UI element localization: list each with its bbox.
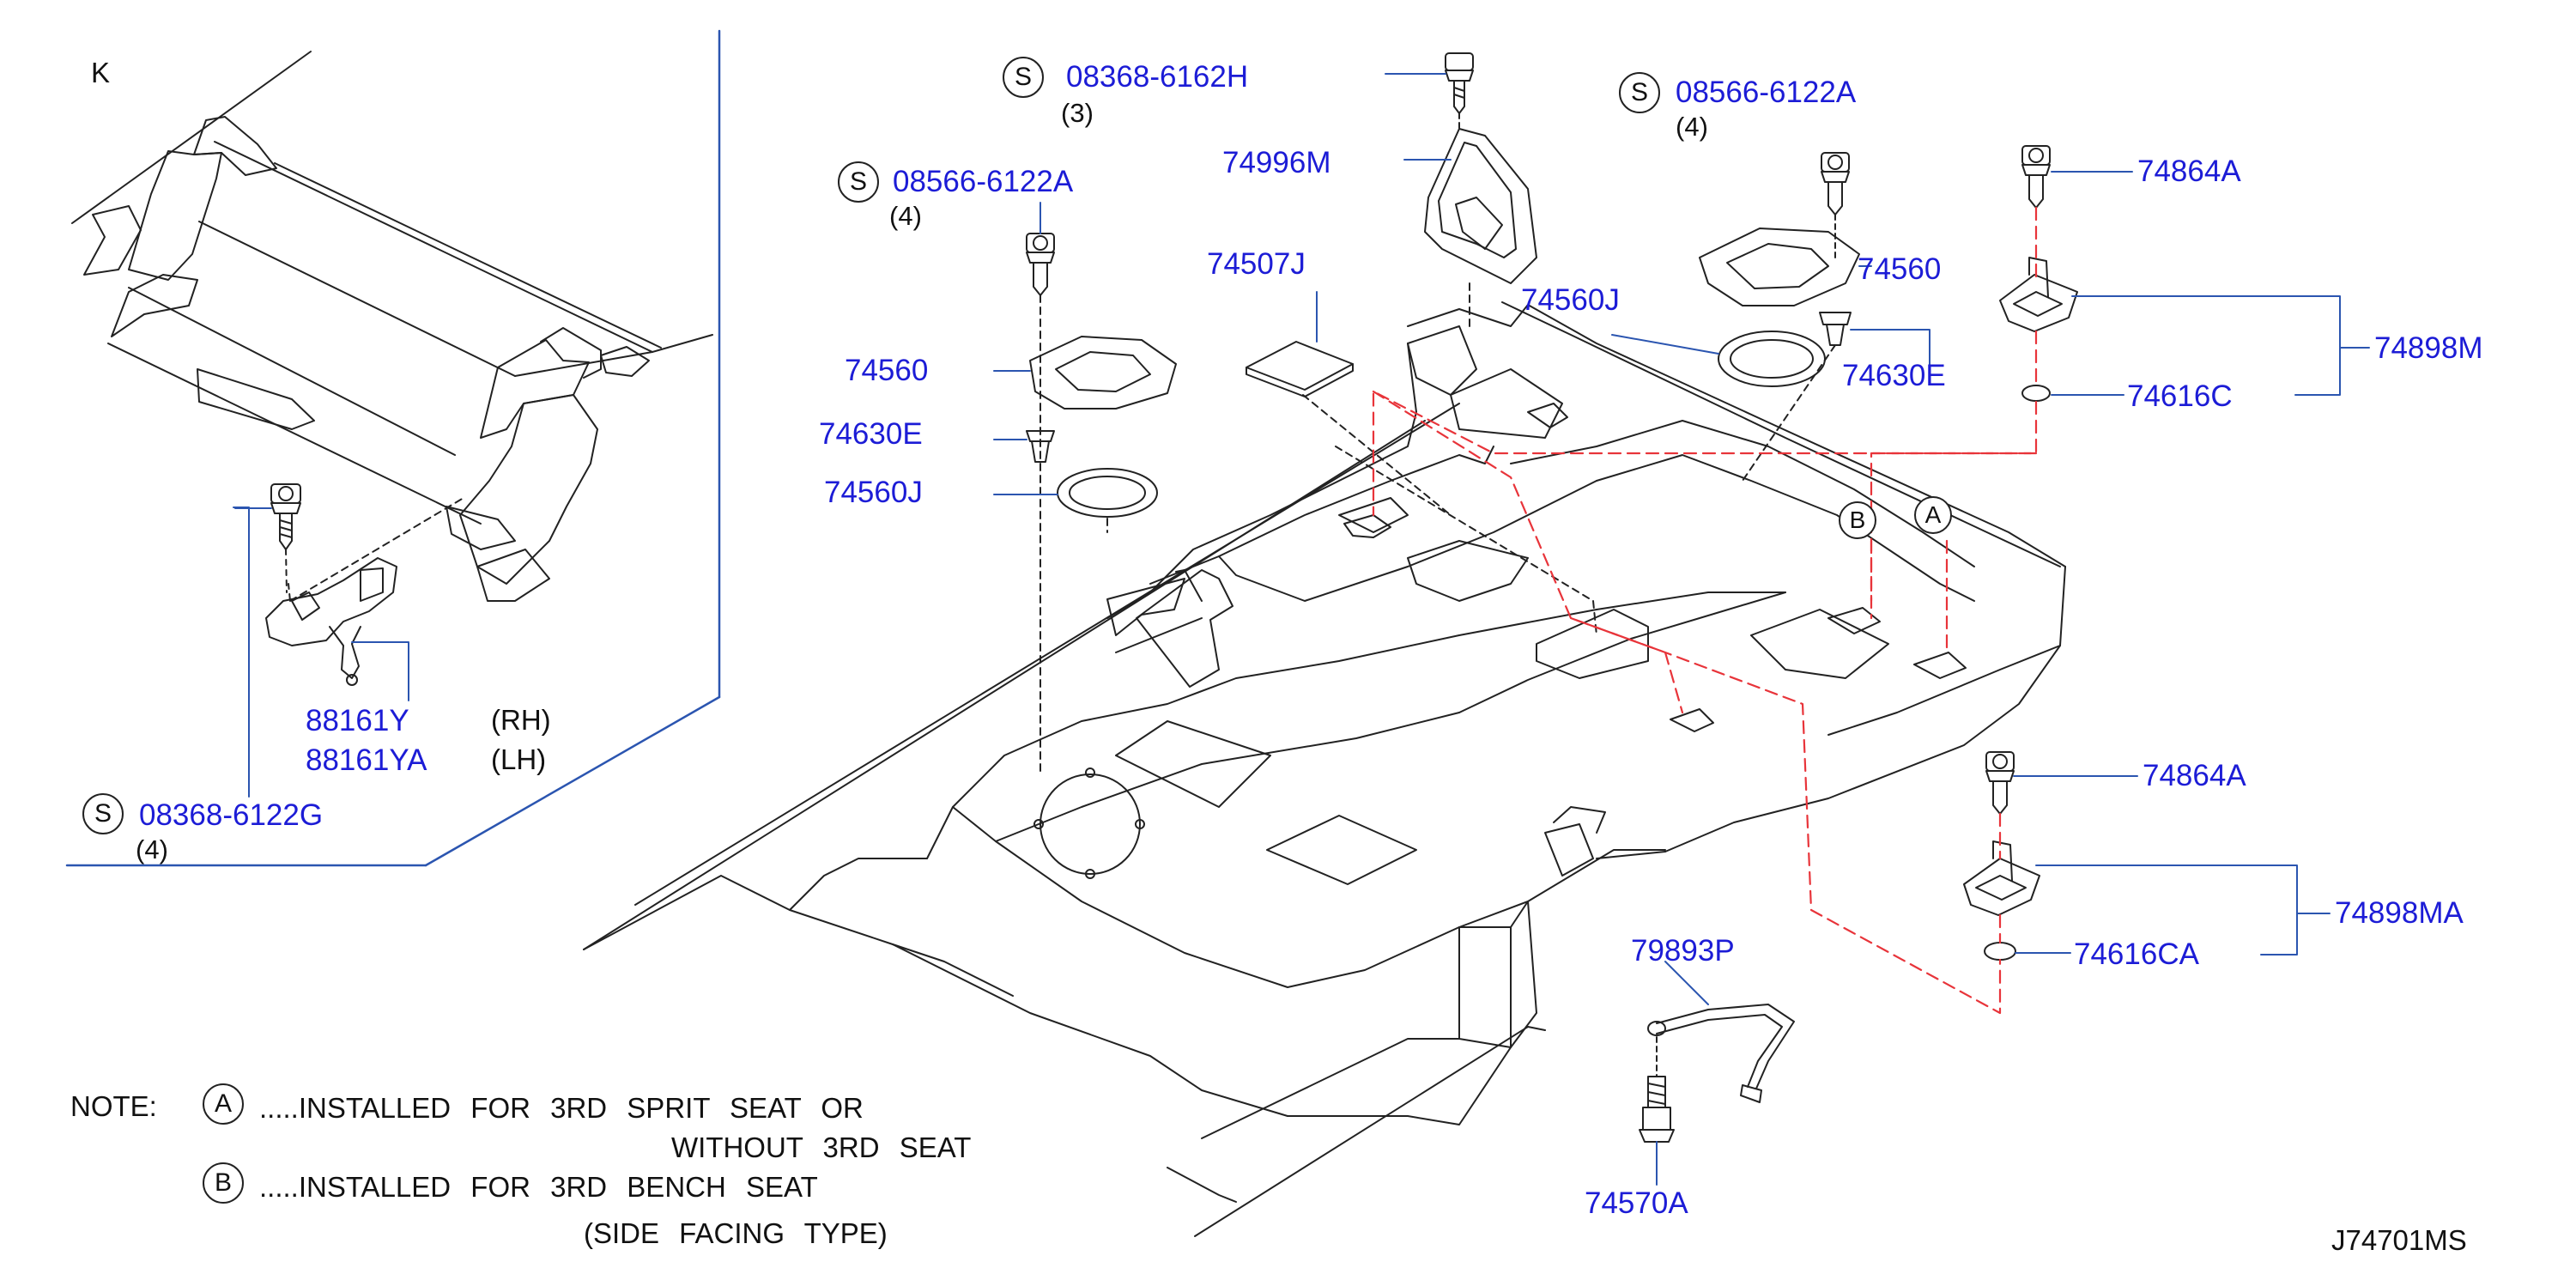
part-label-74507J: 74507J (1207, 247, 1306, 281)
part-label-74616CA: 74616CA (2074, 937, 2199, 971)
bolt-74864A-bottom (1985, 751, 2015, 815)
washer-74616C (2021, 385, 2051, 402)
inset-bracket-88161Y (265, 497, 464, 686)
part-label-74898M: 74898M (2374, 331, 2483, 365)
note-heading: NOTE: (70, 1090, 157, 1122)
part-label-74570A: 74570A (1585, 1186, 1688, 1220)
note-b-symbol: B (203, 1162, 244, 1204)
qty-08566-6122A-right: (4) (1676, 112, 1708, 142)
plug-74560-left (1029, 336, 1177, 410)
part-label-08368-6162H: 08368-6162H (1066, 60, 1249, 94)
bolt-74570A (1639, 1036, 1675, 1143)
part-label-74898MA: 74898MA (2335, 896, 2464, 930)
bolt-08368-6162H (1445, 52, 1474, 114)
part-label-74864A-top: 74864A (2137, 155, 2241, 188)
note-a-symbol: A (203, 1083, 244, 1125)
part-label-74996M: 74996M (1222, 146, 1331, 179)
seal-74560J-right (1718, 331, 1826, 387)
part-label-74560-left: 74560 (845, 354, 929, 387)
screw-08566-6122A-left (1026, 233, 1055, 774)
note-a-line1: .....INSTALLED FOR 3RD SPRIT SEAT OR (259, 1092, 864, 1124)
qty-08566-6122A-left: (4) (889, 201, 922, 231)
part-label-74560J-right: 74560J (1521, 283, 1620, 317)
plug-74560-right (1699, 228, 1860, 306)
screw-08566-6122A-right (1821, 152, 1850, 258)
note-b-line1: .....INSTALLED FOR 3RD BENCH SEAT (259, 1171, 818, 1203)
bracket-74996M (1424, 112, 1537, 327)
striker-74898M (1999, 257, 2078, 332)
part-label-08566-6122A-left: 08566-6122A (893, 165, 1074, 198)
pad-74507J (1246, 341, 1452, 516)
side-88161Y: (RH) (491, 704, 551, 736)
qty-08368-6162H: (3) (1061, 98, 1094, 128)
part-label-74560-right: 74560 (1858, 252, 1942, 286)
striker-74898MA (1963, 840, 2040, 916)
note-b-marker: B (1839, 501, 1876, 539)
part-label-74616C: 74616C (2127, 379, 2233, 413)
inset-frame (65, 29, 721, 867)
screw-symbol: S (838, 161, 879, 203)
screw-symbol: S (1619, 72, 1660, 113)
rod-79893P (1647, 1004, 1795, 1103)
part-label-88161Y: 88161Y (306, 704, 409, 737)
note-a-marker: A (1914, 496, 1952, 534)
side-88161YA: (LH) (491, 743, 547, 775)
screw-symbol: S (82, 793, 124, 834)
part-label-74864A-bottom: 74864A (2143, 759, 2246, 792)
screw-symbol: S (1003, 57, 1044, 98)
bolt-74864A-top (2021, 145, 2051, 209)
part-label-74560J-left: 74560J (824, 476, 923, 509)
washer-74616CA (1984, 942, 2016, 961)
seal-74560J-left (1057, 468, 1158, 518)
part-label-08368-6122G: 08368-6122G (139, 798, 324, 832)
red-dashed-lines (1372, 206, 2038, 1015)
inset-view-letter: K (91, 57, 111, 88)
inset-crossmember-drawing (71, 51, 713, 602)
diagram-code: J74701MS (2331, 1224, 2467, 1256)
assembly-guides (1106, 446, 1597, 636)
note-a-line2: WITHOUT 3RD SEAT (671, 1131, 972, 1163)
part-label-08566-6122A-right: 08566-6122A (1676, 76, 1857, 109)
part-label-79893P: 79893P (1631, 934, 1735, 968)
clip-74630E-left (1026, 430, 1055, 463)
inset-bolt (270, 483, 301, 593)
clip-74630E-right (1742, 312, 1852, 482)
leader-lines (233, 73, 2370, 1186)
part-label-74630E-left: 74630E (819, 417, 923, 451)
part-label-74630E-right: 74630E (1842, 359, 1946, 392)
qty-08368-6122G: (4) (136, 834, 168, 864)
part-label-88161YA: 88161YA (306, 743, 427, 777)
note-b-line2: (SIDE FACING TYPE) (584, 1217, 888, 1249)
